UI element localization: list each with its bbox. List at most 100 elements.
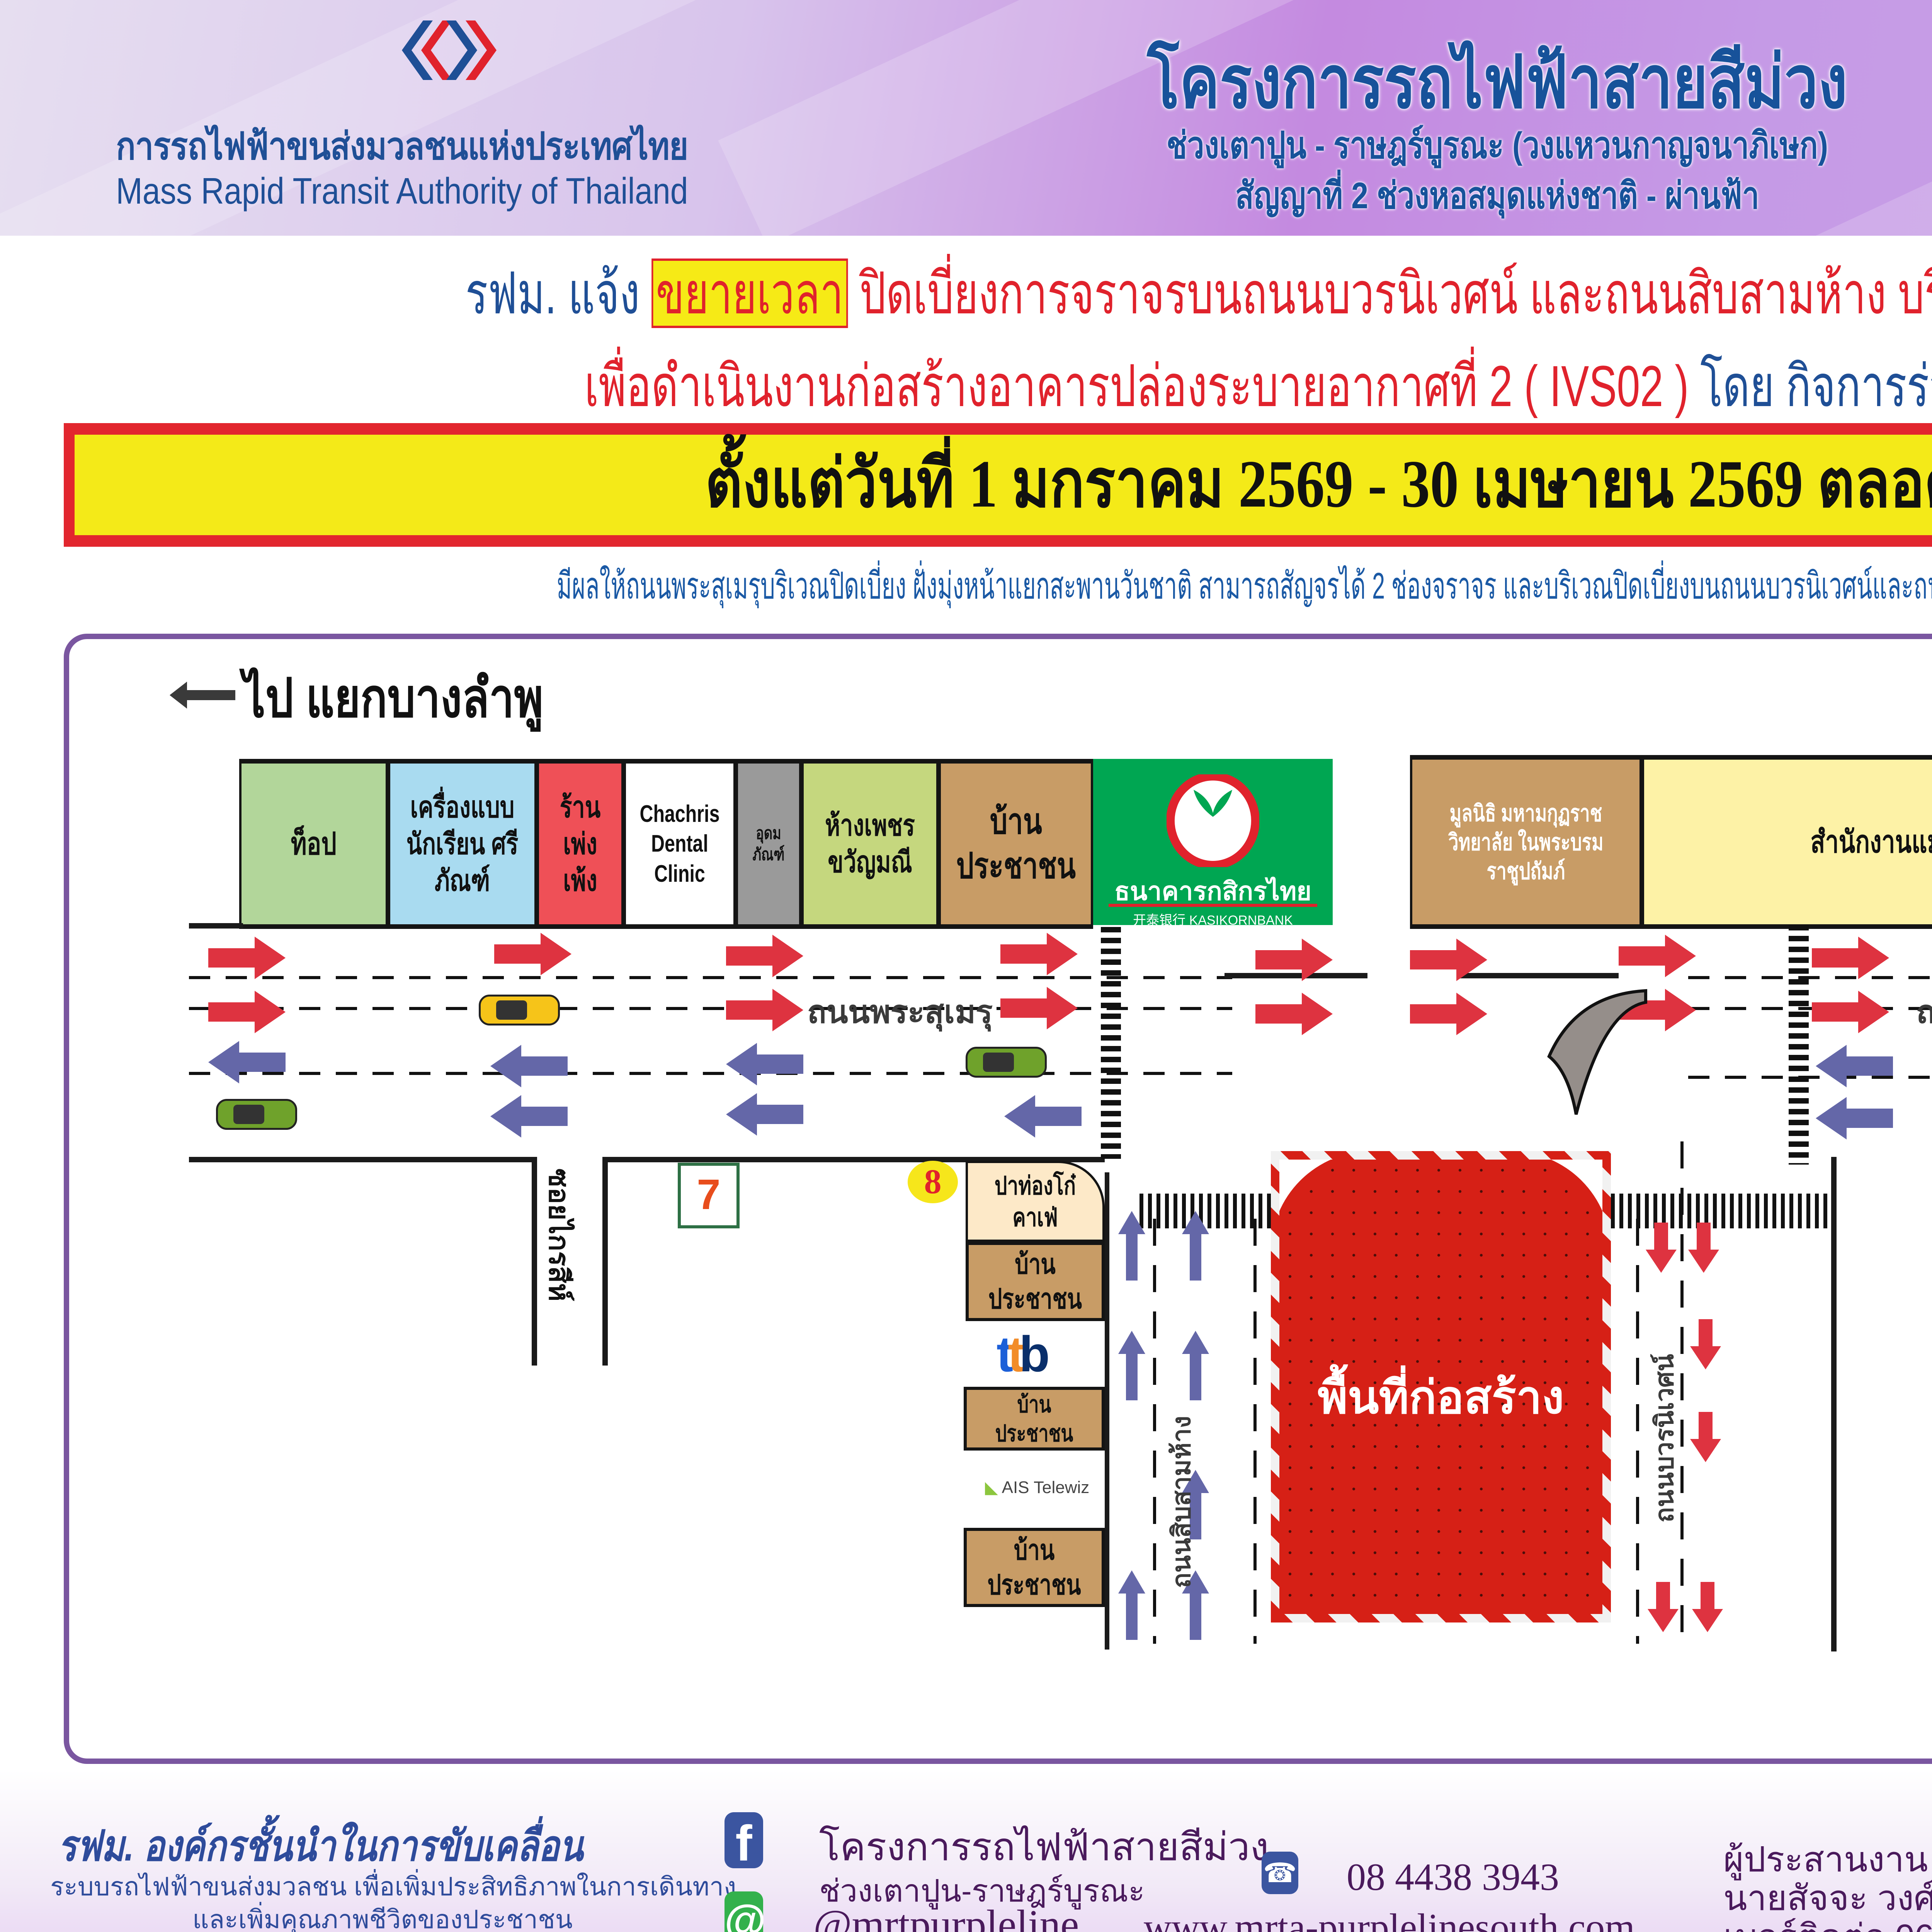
lane-divider [189, 1072, 1232, 1075]
lane-divider-vertical [1636, 1219, 1639, 1644]
northbound-arrow-icon [1118, 1211, 1145, 1281]
seven-eleven-logo-icon: 7 [678, 1163, 740, 1228]
eastbound-arrow-icon [494, 933, 571, 975]
building-peng-peng: ร้าน เพ่ง เพ้ง [537, 759, 624, 929]
lane-divider [189, 976, 1232, 979]
facebook-icon[interactable]: f [724, 1812, 763, 1871]
westbound-arrow-icon [1816, 1045, 1893, 1087]
crosswalk-east [1789, 925, 1809, 1165]
westbound-arrow-icon [726, 1043, 803, 1085]
kbank-name-english: 开泰银行 KASIKORNBANK [1133, 913, 1293, 928]
residence-south-2: บ้าน ประชาชน [964, 1387, 1105, 1451]
eastbound-arrow-icon [1000, 933, 1078, 975]
southbound-arrow-icon [1690, 1319, 1721, 1369]
northbound-arrow-icon [1182, 1331, 1209, 1400]
traffic-island-icon [1547, 989, 1647, 1115]
line-id[interactable]: @mrtpurpleline [813, 1902, 1079, 1932]
website-link[interactable]: www.mrta-purplelinesouth.com [1144, 1906, 1635, 1932]
kbank-logo-icon [1167, 774, 1259, 867]
westbound-arrow-icon [490, 1095, 568, 1138]
lane-divider-vertical [1153, 1219, 1156, 1644]
construction-pattern [1279, 1160, 1602, 1614]
eastbound-arrow-icon [1619, 989, 1696, 1031]
eastbound-arrow-icon [1000, 987, 1078, 1029]
green-car-icon [216, 1099, 297, 1130]
lane-divider [1688, 1076, 1932, 1079]
construction-area: พื้นที่ก่อสร้าง [1271, 1151, 1611, 1622]
arrow-left-icon [170, 682, 235, 709]
lane-divider [1688, 976, 1932, 979]
northbound-arrow-icon [1182, 1470, 1209, 1539]
coordinator-phone[interactable]: เบอร์ติดต่อ 06 5520 3174 [1723, 1909, 1932, 1932]
footer [0, 1770, 1932, 1932]
soi-edge-left [532, 1157, 537, 1366]
westbound-arrow-icon [1004, 1095, 1082, 1138]
residence-south-3: บ้าน ประชาชน [964, 1528, 1105, 1607]
project-subtitle-route: ช่วงเตาปูน - ราษฎร์บูรณะ (วงแหวนกาญจนาภิ… [1166, 125, 1828, 166]
eastbound-arrow-icon [1255, 939, 1333, 981]
building-jewelry-store: ห้างเพชร ขวัญมณี [801, 759, 939, 929]
coordinator-name: นายสัจจะ วงศ์เบี้ยสัจจ์ [1723, 1879, 1932, 1918]
direction-bang-lamphu: ไป แยกบางลำพู [243, 668, 544, 728]
eastbound-arrow-icon [1619, 935, 1696, 977]
announce-purpose: เพื่อดำเนินงานก่อสร้างอาคารปล่องระบายอาก… [584, 354, 1689, 418]
southbound-arrow-icon [1692, 1582, 1723, 1632]
southbound-arrow-icon [1646, 1223, 1677, 1273]
northbound-arrow-icon [1118, 1570, 1145, 1640]
line-at-icon[interactable]: @ [724, 1891, 766, 1932]
green-car-icon [966, 1047, 1047, 1078]
mrta-logo-icon [402, 20, 497, 80]
westbound-arrow-icon [1816, 1097, 1893, 1139]
road-name-phra-sumen-east: ถนนพระสุเมรุ [1916, 987, 1932, 1037]
road-name-bowonniwet: ถนนบวรนิเวศน์ [1650, 1354, 1679, 1523]
building-udom-phan: อุดม ภัณฑ์ [736, 759, 801, 929]
mrta-slogan-sub-2: และเพิ่มคุณภาพชีวิตของประชาชน [192, 1905, 573, 1932]
kbank-name-thai: ธนาคารกสิกรไทย [1114, 877, 1312, 905]
phone-number[interactable]: 08 4438 3943 [1347, 1855, 1559, 1898]
extend-time-highlight: ขยายเวลา [651, 259, 848, 328]
southbound-arrow-icon [1648, 1582, 1679, 1632]
lane-divider [1688, 1007, 1932, 1010]
announce-contractor: โดย กิจการร่วมค้าซีเคเอสที - พีแอล [1700, 354, 1932, 418]
building-dental-clinic: Chachris Dental Clinic [624, 759, 736, 929]
taxi-car-icon [479, 995, 560, 1026]
northbound-arrow-icon [1118, 1331, 1145, 1400]
crosswalk-sipsamhang [1139, 1194, 1282, 1228]
org-name-thai: การรถไฟฟ้าขนส่งมวลชนแห่งประเทศไทย [116, 125, 688, 167]
southbound-arrow-icon [1690, 1412, 1721, 1462]
mrta-slogan-sub-1: ระบบรถไฟฟ้าขนส่งมวลชน เพื่อเพิ่มประสิทธิ… [50, 1872, 736, 1901]
sipsamhang-west-edge [1105, 1172, 1109, 1650]
building-residence-1: บ้าน ประชาชน [939, 759, 1093, 929]
lane-divider [189, 1007, 1232, 1010]
eastbound-arrow-icon [1812, 937, 1889, 979]
announcement-line-2: เพื่อดำเนินงานก่อสร้างอาคารปล่องระบายอาก… [0, 340, 1932, 432]
soi-edge-right [602, 1157, 608, 1366]
mrta-slogan: รฟม. องค์กรชั้นนำในการขับเคลื่อน [58, 1822, 583, 1870]
eastbound-arrow-icon [1410, 939, 1487, 981]
construction-area-label: พื้นที่ก่อสร้าง [1318, 1372, 1564, 1423]
date-range-banner: ตั้งแต่วันที่ 1 มกราคม 2569 - 30 เมษายน … [64, 423, 1932, 547]
solid-lane-line [1225, 973, 1367, 978]
road-edge [189, 923, 243, 929]
header-banner [0, 0, 1932, 236]
eastbound-arrow-icon [208, 991, 286, 1033]
facebook-page-sub: ช่วงเตาปูน-ราษฎร์บูรณะ [819, 1874, 1145, 1908]
northbound-arrow-icon [1182, 1570, 1209, 1640]
kbank-branch: ธนาคารกสิกรไทย 开泰银行 KASIKORNBANK [1093, 759, 1333, 928]
southbound-arrow-icon [1688, 1223, 1719, 1273]
patongko-cafe: ปาท่องโก๋ คาเฟ่ [966, 1161, 1105, 1242]
road-name-phra-sumen-west: ถนนพระสุเมรุ [807, 995, 993, 1030]
announce-closure-text: ปิดเบี่ยงการจราจรบนถนนบวรนิเวศน์ และถนนส… [859, 261, 1932, 326]
ttb-logo-icon: ttb [997, 1326, 1050, 1382]
westbound-arrow-icon [726, 1093, 803, 1136]
soi-krai-si: ซอยไกรสีห์ [543, 1168, 574, 1302]
crosswalk-bowonniwet [1611, 1194, 1827, 1228]
kbank-divider [1109, 904, 1317, 907]
bowonniwet-east-edge [1831, 1157, 1837, 1651]
eastbound-arrow-icon [1255, 993, 1333, 1035]
facebook-page-name[interactable]: โครงการรถไฟฟ้าสายสีม่วง [819, 1825, 1269, 1869]
eastbound-arrow-icon [1812, 991, 1889, 1033]
road-name-sip-sam-hang: ถนนสิบสามห้าง [1167, 1416, 1196, 1588]
northbound-arrow-icon [1182, 1211, 1209, 1281]
westbound-arrow-icon [490, 1045, 568, 1087]
